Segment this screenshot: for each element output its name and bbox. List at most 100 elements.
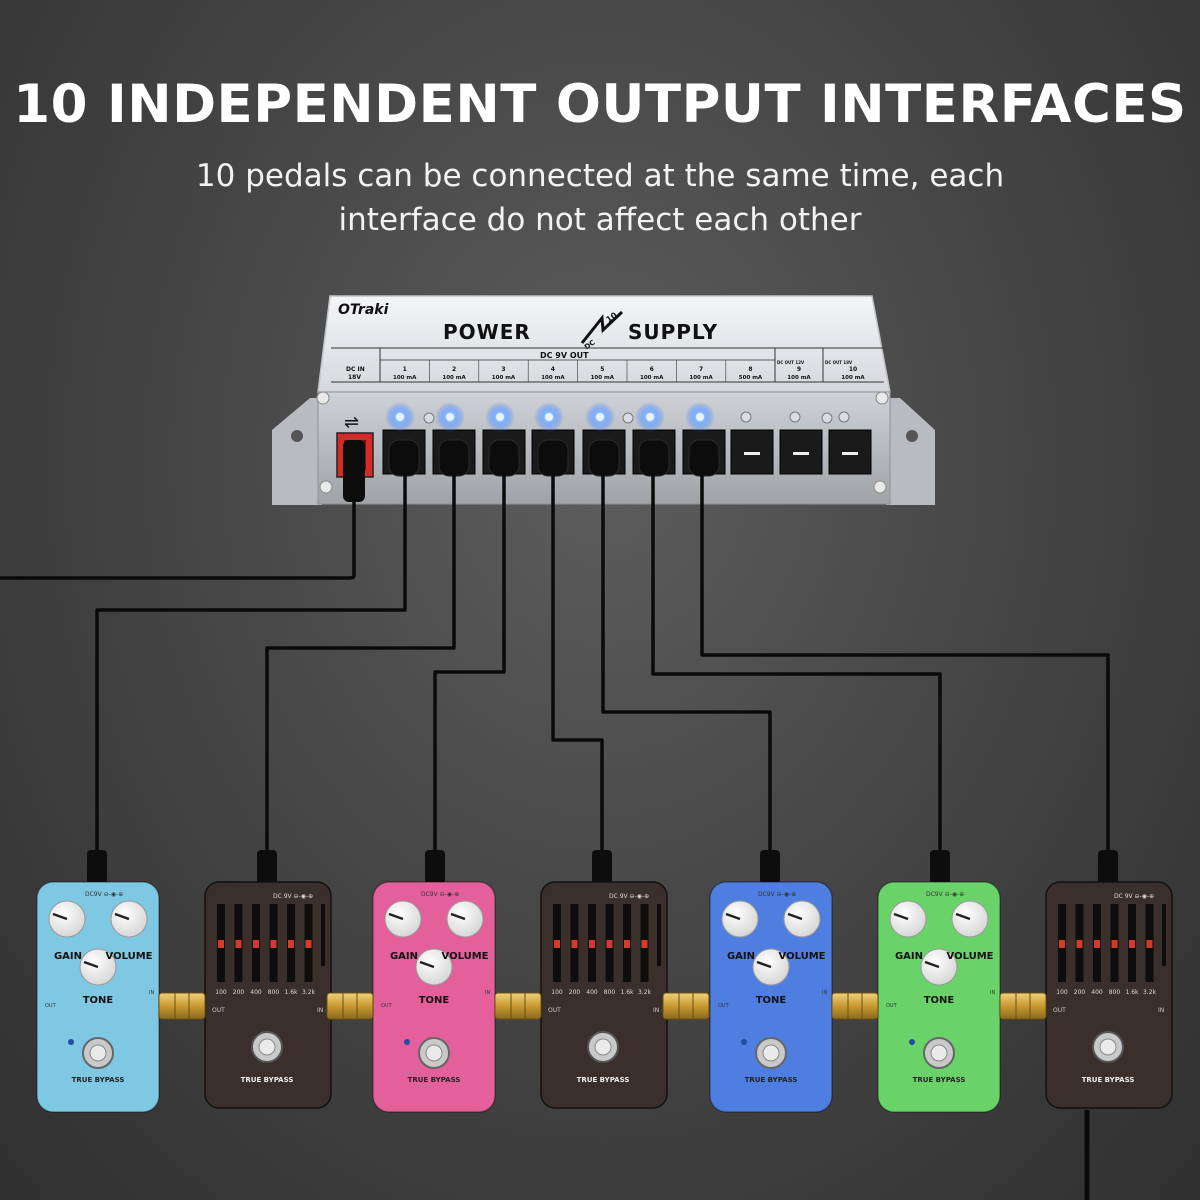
- eq-slider-handle[interactable]: [305, 940, 312, 948]
- dc9v-label: DC9V ⊖-◉-⊕: [926, 891, 964, 898]
- dc-in-label: DC IN: [346, 366, 365, 373]
- port-number-label: 5: [600, 366, 604, 373]
- port-number-label: 6: [650, 366, 654, 373]
- out-label: OUT: [886, 1003, 898, 1009]
- dc-input-plug: [343, 440, 365, 502]
- patch-coupler: [999, 992, 1047, 1020]
- pedal-drive: DC9V ⊖-◉-⊕ GAIN VOLUME TONE OUT IN TRUE BYPASS: [36, 850, 160, 1113]
- eq-slider-handle[interactable]: [1076, 940, 1083, 948]
- port-current-label: 100 mA: [787, 375, 811, 381]
- volume-label: VOLUME: [106, 951, 153, 962]
- eq-band-label: 1.6k: [1125, 989, 1139, 996]
- patch-coupler: [494, 992, 542, 1020]
- gain-label: GAIN: [54, 951, 82, 962]
- subheadline-line-1: 10 pedals can be connected at the same t…: [195, 158, 1005, 194]
- out-label: OUT: [381, 1003, 393, 1009]
- led-off-icon: [740, 411, 752, 423]
- in-label: IN: [653, 1007, 659, 1014]
- out-label: OUT: [212, 1007, 225, 1014]
- eq-slider-handle[interactable]: [235, 940, 242, 948]
- dc-out-label: DC 9V OUT: [540, 351, 589, 360]
- eq-slider-handle[interactable]: [270, 940, 277, 948]
- power-cable: [700, 475, 1110, 850]
- port-current-label: 100 mA: [689, 375, 713, 381]
- power-cable: [651, 475, 942, 850]
- port-current-label: 500 mA: [739, 375, 763, 381]
- eq-band-label: 3.2k: [302, 989, 316, 996]
- dc-plug: [87, 850, 107, 884]
- true-bypass-label: TRUE BYPASS: [408, 1076, 461, 1084]
- patch-coupler: [326, 992, 374, 1020]
- eq-slider-handle[interactable]: [1094, 940, 1100, 948]
- eq-band-label: 800: [268, 989, 280, 996]
- power-cables: [0, 475, 1110, 1200]
- dc9v-label: DC9V ⊖-◉-⊕: [85, 891, 123, 898]
- true-bypass-label: TRUE BYPASS: [577, 1076, 630, 1084]
- eq-band-label: 200: [1074, 989, 1086, 996]
- eq-slider-handle[interactable]: [554, 940, 560, 948]
- eq-band-label: 200: [233, 989, 245, 996]
- true-bypass-label: TRUE BYPASS: [241, 1076, 294, 1084]
- flange-hole-icon: [906, 430, 918, 442]
- dc-9v-label: DC 9V ⊖-◉-⊕: [1114, 893, 1154, 900]
- right-mounting-flange: [886, 398, 935, 505]
- eq-slider-handle[interactable]: [571, 940, 578, 948]
- subheadline-line-2: interface do not affect each other: [338, 202, 862, 238]
- eq-band-label: 400: [586, 989, 598, 996]
- port-current-label: 100 mA: [393, 375, 417, 381]
- port-current-label: 100 mA: [492, 375, 516, 381]
- dc-plug: [592, 850, 612, 884]
- eq-band-label: 1.6k: [284, 989, 298, 996]
- eq-slider-handle[interactable]: [1111, 940, 1118, 948]
- eq-slider-handle[interactable]: [1129, 940, 1135, 948]
- eq-slider-handle[interactable]: [589, 940, 595, 948]
- eq-slider-handle[interactable]: [624, 940, 630, 948]
- eq-band-label: 3.2k: [1143, 989, 1157, 996]
- led-off-icon: [423, 412, 435, 424]
- eq-slider-handle[interactable]: [1059, 940, 1065, 948]
- power-word: POWER: [443, 320, 531, 344]
- out-label: OUT: [1053, 1007, 1066, 1014]
- eq-band-label: 200: [569, 989, 581, 996]
- cable-plug: [588, 439, 620, 477]
- true-bypass-label: TRUE BYPASS: [1082, 1076, 1135, 1084]
- power-cable: [601, 475, 772, 850]
- in-label: IN: [317, 1007, 323, 1014]
- headline: 10 INDEPENDENT OUTPUT INTERFACES: [13, 74, 1187, 135]
- eq-slider-handle[interactable]: [1146, 940, 1153, 948]
- eq-band-label: 1.6k: [620, 989, 634, 996]
- supply-word: SUPPLY: [628, 320, 718, 344]
- led-off-icon: [622, 412, 634, 424]
- led-off-icon: [789, 411, 801, 423]
- eq-slider-handle[interactable]: [641, 940, 648, 948]
- tone-label: TONE: [83, 995, 114, 1006]
- out-label: OUT: [45, 1003, 57, 1009]
- in-label: IN: [485, 990, 490, 996]
- port-number-label: 10: [849, 366, 857, 373]
- eq-slider-handle[interactable]: [218, 940, 224, 948]
- power-cable: [95, 475, 407, 850]
- left-mounting-flange: [272, 398, 322, 505]
- port-current-label: 100 mA: [841, 375, 865, 381]
- power-supply: OTraki POWER SUPPLY DC 10 DC IN 18V DC 9…: [272, 295, 935, 505]
- dc-plug: [425, 850, 445, 884]
- port-number-label: 4: [551, 366, 555, 373]
- in-label: IN: [149, 990, 154, 996]
- true-bypass-label: TRUE BYPASS: [745, 1076, 798, 1084]
- port-number-label: 7: [699, 366, 703, 373]
- eq-slider-handle[interactable]: [606, 940, 613, 948]
- eq-slider-handle[interactable]: [288, 940, 294, 948]
- true-bypass-label: TRUE BYPASS: [72, 1076, 125, 1084]
- dc-plug: [257, 850, 277, 884]
- tone-label: TONE: [924, 995, 955, 1006]
- in-label: IN: [822, 990, 827, 996]
- dc-9v-label: DC 9V ⊖-◉-⊕: [609, 893, 649, 900]
- out-label: OUT: [718, 1003, 730, 1009]
- eq-band-label: 800: [604, 989, 616, 996]
- eq-slider-handle[interactable]: [253, 940, 259, 948]
